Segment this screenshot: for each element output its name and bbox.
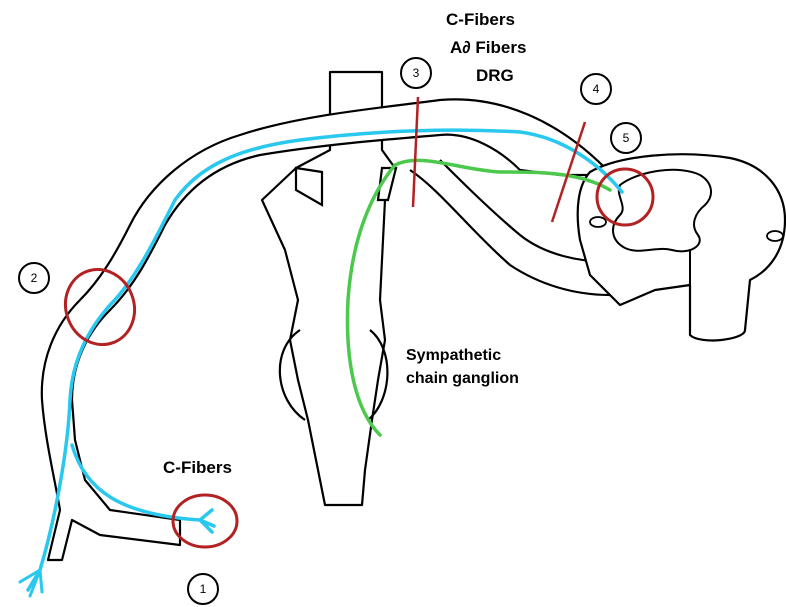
label-top-c-fibers: C-Fibers	[446, 10, 515, 30]
marker-2: 2	[18, 262, 50, 294]
marker-1: 1	[187, 573, 219, 605]
label-sympathetic: Sympathetic	[406, 347, 501, 365]
label-bottom-c-fibers: C-Fibers	[163, 458, 232, 478]
label-top-a-delta-fibers: A∂ Fibers	[450, 38, 526, 58]
label-chain-ganglion: chain ganglion	[406, 370, 519, 388]
spinal-cord-canal-left	[590, 217, 606, 227]
marker-3: 3	[400, 57, 432, 89]
spinal-cord-canal-right	[767, 231, 783, 241]
marker-5: 5	[610, 122, 642, 154]
label-drg: DRG	[476, 66, 514, 86]
marker-4: 4	[580, 73, 612, 105]
spinal-cord-grey-matter	[613, 170, 711, 252]
